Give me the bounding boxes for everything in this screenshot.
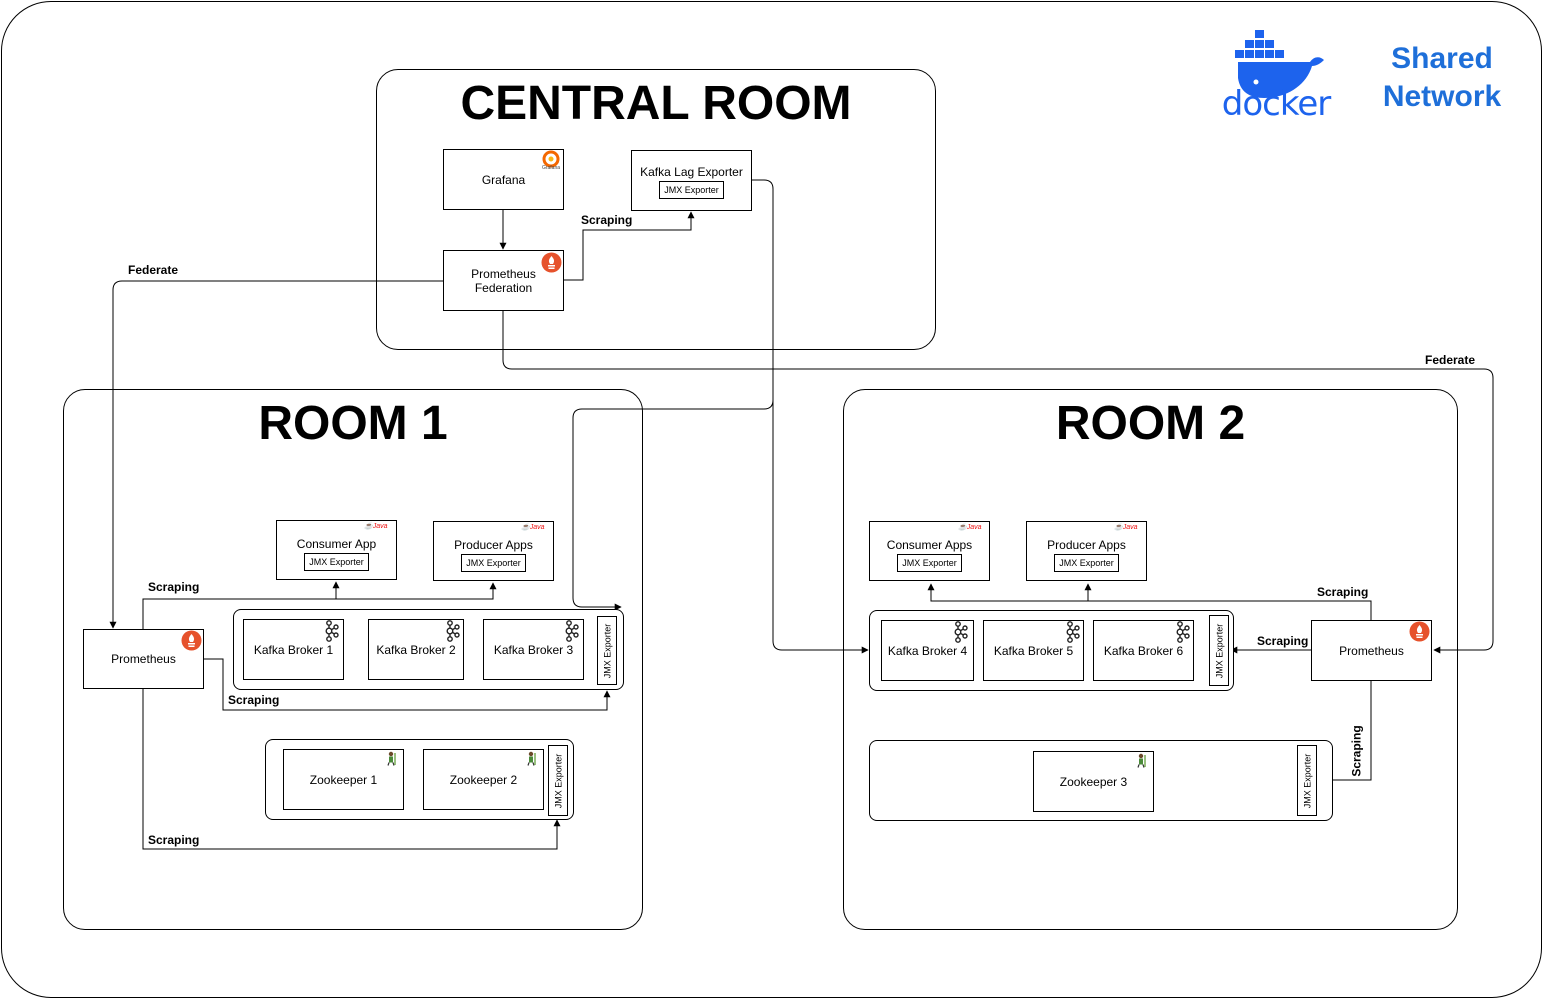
prometheus-federation-line2: Federation: [474, 280, 533, 295]
jmx-exporter-badge: JMX Exporter: [1054, 554, 1119, 572]
room1-scrape-brokers-line: [203, 658, 611, 711]
kafka-broker-label: Kafka Broker 2: [376, 642, 456, 657]
kafka-lag-exporter-label: Kafka Lag Exporter: [640, 164, 743, 179]
kafka-icon: [1176, 621, 1190, 643]
zookeeper-label: Zookeeper 1: [309, 772, 378, 787]
room1-producer-apps-node[interactable]: Producer Apps JMX Exporter: [433, 521, 554, 581]
jmx-exporter-label: JMX Exporter: [553, 753, 564, 808]
room2-zookeeper-jmx-exporter: JMX Exporter: [1297, 745, 1317, 816]
room1-brokers-jmx-exporter: JMX Exporter: [597, 616, 617, 685]
java-icon: ☕Java: [1114, 524, 1138, 531]
scraping-label-room2-brokers: Scraping: [1257, 634, 1309, 648]
java-icon: ☕Java: [364, 523, 388, 530]
prometheus-icon: [181, 630, 202, 651]
federate-label-room1: Federate: [128, 263, 179, 277]
kafka-broker-label: Kafka Broker 4: [887, 643, 968, 658]
room1-producer-apps-label: Producer Apps: [454, 538, 533, 552]
kafka-broker-label: Kafka Broker 5: [993, 643, 1074, 658]
java-icon-text: Java: [372, 523, 388, 530]
central-room: [376, 69, 936, 350]
prometheus-icon: [1409, 621, 1430, 642]
zookeeper-2-node[interactable]: Zookeeper 2: [423, 749, 544, 810]
grafana-label: Grafana: [481, 172, 526, 187]
room1-prometheus-label: Prometheus: [111, 652, 176, 666]
room1-scrape-apps-line: [142, 582, 497, 629]
room2-scrape-zookeeper-line: [1316, 680, 1372, 784]
zookeeper-icon: [1137, 753, 1146, 768]
room-1-title: ROOM 1: [258, 397, 448, 450]
shared-network-line1: Shared: [1391, 42, 1493, 75]
room-1: [63, 389, 643, 930]
java-icon-text: Java: [529, 524, 545, 531]
lag-exporter-to-room1-brokers-line: [572, 179, 774, 611]
grafana-icon: [542, 150, 560, 168]
kafka-icon: [565, 620, 579, 642]
zookeeper-1-node[interactable]: Zookeeper 1: [283, 749, 404, 810]
federation-to-lag-exporter-line: [563, 211, 695, 281]
kafka-icon: [446, 620, 460, 642]
docker-wordmark: docker: [1221, 84, 1331, 124]
jmx-exporter-badge: JMX Exporter: [897, 554, 962, 572]
room1-consumer-app-node[interactable]: Consumer App JMX Exporter: [276, 520, 397, 580]
jmx-exporter-label: JMX Exporter: [1214, 623, 1225, 678]
jmx-exporter-badge: JMX Exporter: [304, 553, 369, 571]
federate-label-room2: Federate: [1425, 353, 1476, 367]
jmx-exporter-label: JMX Exporter: [1302, 753, 1313, 808]
room2-brokers-jmx-exporter: JMX Exporter: [1209, 615, 1229, 686]
prometheus-icon: [541, 252, 562, 273]
kafka-icon: [954, 621, 968, 643]
java-icon: ☕Java: [521, 524, 545, 531]
scraping-label-room1-apps: Scraping: [148, 580, 200, 594]
central-room-title: CENTRAL ROOM: [460, 77, 852, 130]
kafka-broker-label: Kafka Broker 3: [493, 642, 574, 657]
room1-zookeeper-jmx-exporter: JMX Exporter: [548, 745, 568, 816]
federate-room1-line: [109, 280, 443, 629]
zookeeper-label: Zookeeper 3: [1059, 774, 1128, 789]
jmx-exporter-label: JMX Exporter: [602, 623, 613, 678]
room2-consumer-apps-node[interactable]: Consumer Apps JMX Exporter: [869, 521, 990, 581]
jmx-exporter-badge: JMX Exporter: [659, 180, 724, 199]
docker-whale-icon: [1235, 30, 1324, 98]
room-2: [843, 389, 1458, 930]
room1-consumer-app-label: Consumer App: [296, 537, 377, 551]
kafka-lag-exporter-node[interactable]: Kafka Lag Exporter JMX Exporter: [631, 150, 752, 211]
scraping-label-room1-brokers: Scraping: [228, 693, 280, 707]
scraping-label-room2-zookeeper: Scraping: [1349, 725, 1364, 777]
kafka-broker-4-node[interactable]: Kafka Broker 4: [881, 620, 974, 681]
grafana-node[interactable]: Grafana: [443, 149, 564, 210]
room2-producer-apps-label: Producer Apps: [1047, 538, 1126, 552]
grafana-logo-text: Grafana: [541, 165, 561, 171]
room2-scrape-apps-line: [927, 583, 1372, 621]
scraping-label-room1-zookeeper: Scraping: [148, 833, 200, 847]
room-2-title: ROOM 2: [1055, 397, 1246, 450]
java-icon-text: Java: [966, 524, 982, 531]
prometheus-federation-line1: Prometheus: [471, 266, 536, 281]
scraping-label-central: Scraping: [581, 213, 633, 227]
kafka-icon: [325, 620, 339, 642]
kafka-icon: [1066, 621, 1080, 643]
federate-room2-line: [502, 310, 1494, 654]
kafka-broker-label: Kafka Broker 6: [1103, 643, 1184, 658]
jmx-exporter-badge: JMX Exporter: [461, 554, 526, 572]
java-icon: ☕Java: [958, 524, 982, 531]
zookeeper-3-node[interactable]: Zookeeper 3: [1033, 751, 1154, 812]
shared-network-label: Shared Network: [1372, 40, 1512, 116]
lag-exporter-to-room2-brokers-line: [772, 400, 869, 654]
zookeeper-icon: [527, 751, 536, 766]
kafka-broker-5-node[interactable]: Kafka Broker 5: [983, 620, 1084, 681]
room2-prometheus-label: Prometheus: [1339, 643, 1404, 658]
zookeeper-label: Zookeeper 2: [449, 772, 518, 787]
shared-network-line2: Network: [1382, 80, 1502, 113]
room2-producer-apps-node[interactable]: Producer Apps JMX Exporter: [1026, 521, 1147, 581]
room2-consumer-apps-label: Consumer Apps: [886, 538, 973, 552]
zookeeper-icon: [387, 751, 396, 766]
java-icon-text: Java: [1122, 524, 1138, 531]
scraping-label-room2-apps: Scraping: [1317, 585, 1369, 599]
room1-scrape-zookeeper-line: [142, 689, 561, 850]
kafka-broker-label: Kafka Broker 1: [253, 642, 334, 657]
